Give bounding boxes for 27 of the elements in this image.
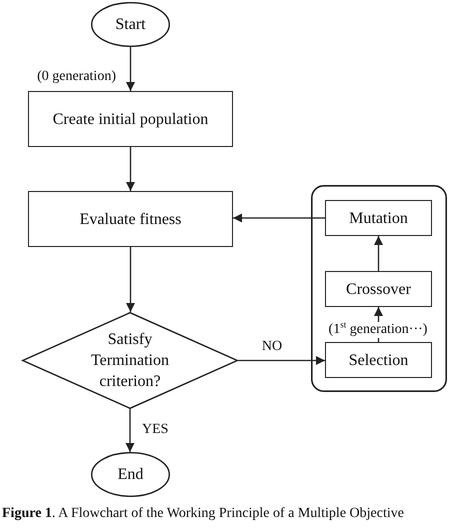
- node-label: Satisfy Termination criterion?: [90, 330, 170, 392]
- terminator-oval: [91, 2, 170, 47]
- edge-label: (1$^{st}$ generation···): [328, 322, 428, 338]
- process-box: [325, 200, 432, 236]
- arrow: [126, 47, 135, 91]
- node-label: Mutation: [349, 208, 408, 228]
- edge-label: (0 generation): [36, 69, 117, 85]
- arrow: [374, 236, 383, 271]
- arrow: [233, 214, 325, 222]
- arrow: [126, 247, 135, 312]
- rounded-panel: [311, 185, 447, 392]
- node-label: Crossover: [346, 280, 411, 300]
- terminator-oval: [91, 452, 170, 497]
- arrow: [126, 147, 135, 191]
- node-label: End: [118, 465, 144, 485]
- process-box: [325, 271, 432, 307]
- decision-diamond: [22, 312, 238, 409]
- figure-caption: Figure 1. A Flowchart of the Working Principle of a Multiple Objective: [2, 505, 404, 523]
- arrow: [238, 356, 325, 365]
- node-label: Start: [115, 15, 146, 35]
- process-box: [28, 91, 233, 147]
- arrow: [126, 409, 134, 452]
- node-label: Selection: [348, 350, 408, 370]
- node-label: Create initial population: [52, 110, 208, 130]
- process-box: [325, 342, 432, 378]
- node-label: Evaluate fitness: [80, 210, 182, 230]
- process-box: [28, 191, 233, 247]
